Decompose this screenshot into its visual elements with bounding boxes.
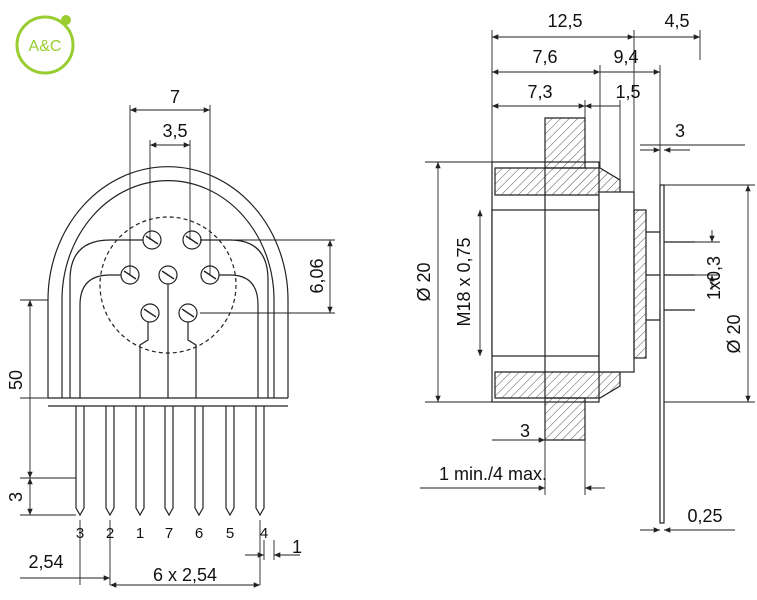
dim-front-6-06: 6,06 xyxy=(307,258,327,293)
side-view xyxy=(491,117,695,524)
company-logo: A&C xyxy=(15,15,75,75)
trace-pin4 xyxy=(192,239,269,398)
pin-label: 4 xyxy=(260,525,268,542)
dim-side-4-5: 4,5 xyxy=(664,11,689,31)
solder-pins xyxy=(75,406,265,517)
trace-pin6 xyxy=(187,315,197,398)
logo-ring xyxy=(15,15,75,75)
pin-labels: 3 2 1 7 6 5 4 xyxy=(76,525,268,542)
contact-slots xyxy=(123,235,217,318)
dim-side-7-6: 7,6 xyxy=(532,47,557,67)
dim-side-3-right: 3 xyxy=(675,121,685,141)
dim-side-9-4: 9,4 xyxy=(613,47,638,67)
dim-side-thread: M18 x 0,75 xyxy=(454,237,474,326)
front-housing-outline xyxy=(47,166,289,398)
dim-side-1x0-3: 1x0,3 xyxy=(704,256,724,300)
logo-dot xyxy=(61,15,71,25)
side-dimensions xyxy=(420,30,755,533)
trace-pin1 xyxy=(139,315,149,398)
front-housing-inner-arc xyxy=(61,180,275,398)
pin-label: 7 xyxy=(165,525,173,542)
side-rear-cap xyxy=(633,209,647,359)
dim-front-7: 7 xyxy=(170,87,180,107)
dim-side-dia-right: Ø 20 xyxy=(724,314,744,353)
pin-label: 1 xyxy=(136,525,144,542)
nut-top xyxy=(494,167,621,196)
dim-side-12-5: 12,5 xyxy=(547,11,582,31)
pin-label: 5 xyxy=(226,525,234,542)
dim-side-dia-left: Ø 20 xyxy=(414,262,434,301)
pin-label: 6 xyxy=(195,525,203,542)
pin-label: 2 xyxy=(106,525,114,542)
dim-front-3-5: 3,5 xyxy=(162,121,187,141)
dim-side-3-bottom: 3 xyxy=(520,421,530,441)
trace-pin2 xyxy=(69,239,150,398)
side-pins xyxy=(646,231,695,321)
dim-side-7-3: 7,3 xyxy=(527,82,552,102)
side-rear-housing xyxy=(598,191,635,373)
dim-side-0-25: 0,25 xyxy=(687,506,722,526)
dim-front-2-54: 2,54 xyxy=(28,552,63,572)
dim-front-50: 50 xyxy=(6,370,26,390)
front-dimensions xyxy=(20,105,335,588)
panel-bottom xyxy=(544,397,586,441)
panel-top xyxy=(544,117,586,169)
nut-bottom xyxy=(494,371,621,399)
dim-side-1-5: 1,5 xyxy=(615,82,640,102)
front-view xyxy=(47,166,289,517)
dim-front-3: 3 xyxy=(6,492,26,502)
dim-front-6x2-54: 6 x 2,54 xyxy=(153,565,217,585)
dim-side-panel: 1 min./4 max. xyxy=(439,464,547,484)
dim-front-1: 1 xyxy=(292,537,302,557)
trace-pin3 xyxy=(79,274,130,398)
side-pcb xyxy=(659,184,665,524)
logo-text: A&C xyxy=(29,38,62,55)
trace-pin5 xyxy=(210,274,259,398)
pin-label: 3 xyxy=(76,525,84,542)
